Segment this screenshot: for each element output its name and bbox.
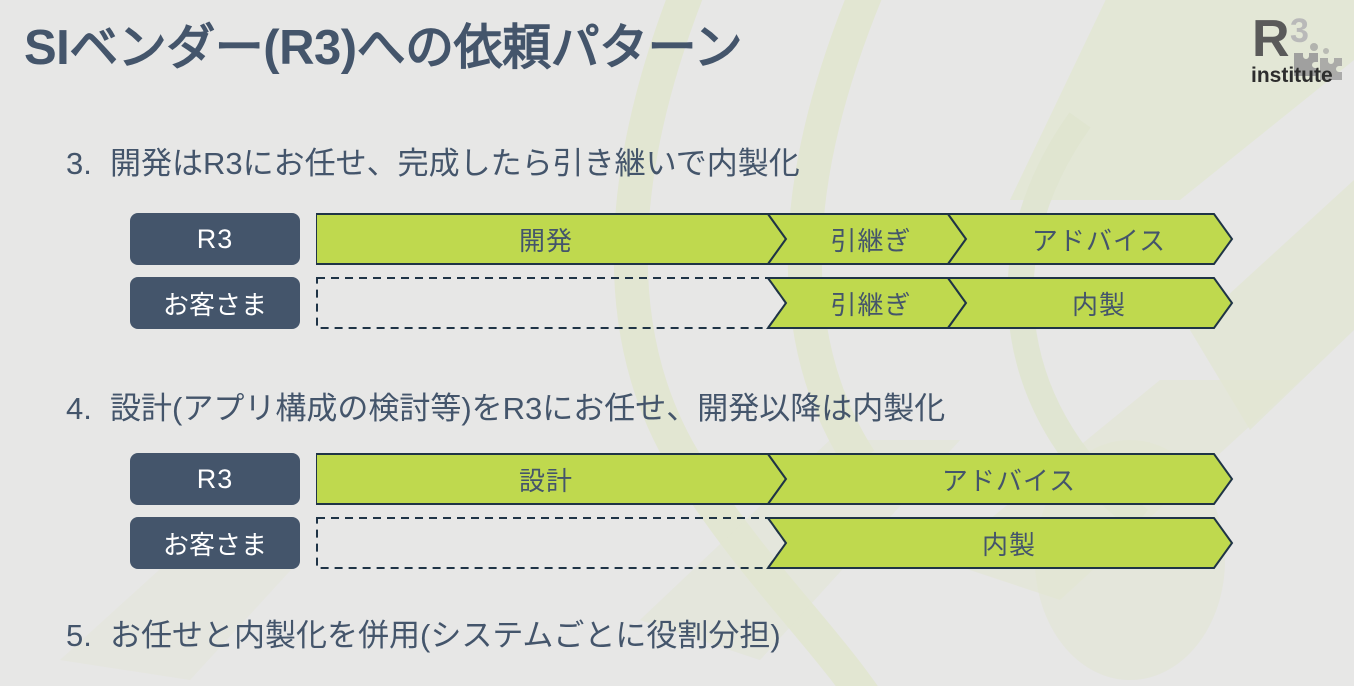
chevron-track-r3-1: 開発 引継ぎ アドバイス (316, 213, 1234, 265)
chevron-track-customer-2: 内製 (316, 517, 1234, 569)
role-chip-r3: R3 (130, 453, 300, 505)
list-item-4-text: 設計(アプリ構成の検討等)をR3にお任せ、開発以降は内製化 (110, 391, 946, 426)
svg-text:R: R (1252, 10, 1290, 68)
diagram-row-r3: R3 開発 引継ぎ アドバイス (130, 213, 1234, 265)
diagram-row-customer: お客さま 引継ぎ 内製 (130, 277, 1234, 329)
page-title: SIベンダー(R3)への依頼パターン (24, 21, 743, 75)
svg-text:3: 3 (1290, 12, 1309, 50)
role-chip-customer: お客さま (130, 277, 300, 329)
svg-text:institute: institute (1251, 64, 1333, 87)
list-item-5-number: 5. (66, 618, 92, 653)
list-item-3-number: 3. (66, 146, 92, 181)
diagram-pattern-4: R3 設計 アドバイス お客さま (130, 453, 1234, 569)
list-item-5-text: お任せと内製化を併用(システムごとに役割分担) (110, 618, 781, 653)
diagram-pattern-3: R3 開発 引継ぎ アドバイス お客さま (130, 213, 1234, 329)
r3-institute-logo: R 3 institute (1251, 10, 1342, 87)
diagram-row-r3: R3 設計 アドバイス (130, 453, 1234, 505)
role-chip-customer: お客さま (130, 517, 300, 569)
list-item-3: 3. 開発はR3にお任せ、完成したら引き継いで内製化 (66, 145, 800, 182)
list-item-3-text: 開発はR3にお任せ、完成したら引き継いで内製化 (110, 146, 800, 181)
role-chip-r3: R3 (130, 213, 300, 265)
diagram-row-customer: お客さま 内製 (130, 517, 1234, 569)
list-item-5: 5. お任せと内製化を併用(システムごとに役割分担) (66, 617, 781, 654)
list-item-4-number: 4. (66, 391, 92, 426)
chevron-track-r3-2: 設計 アドバイス (316, 453, 1234, 505)
chevron-track-customer-1: 引継ぎ 内製 (316, 277, 1234, 329)
list-item-4: 4. 設計(アプリ構成の検討等)をR3にお任せ、開発以降は内製化 (66, 390, 945, 427)
